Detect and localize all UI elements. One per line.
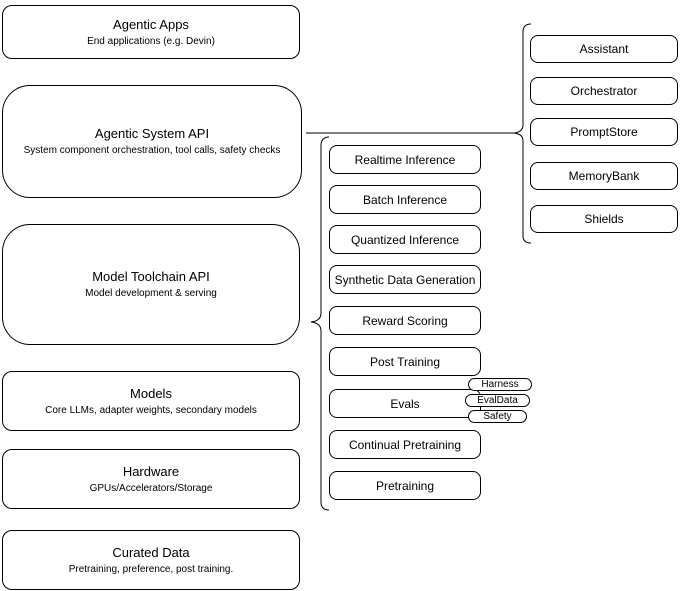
node-models: Models Core LLMs, adapter weights, secon… xyxy=(2,371,300,431)
node-label: PromptStore xyxy=(570,125,638,139)
node-evals: Evals xyxy=(329,389,481,418)
node-title: Hardware xyxy=(122,463,180,479)
node-label: Assistant xyxy=(579,42,629,56)
node-label: Reward Scoring xyxy=(362,313,448,328)
node-assistant: Assistant xyxy=(530,35,678,63)
node-label: Continual Pretraining xyxy=(348,437,462,452)
node-label: Post Training xyxy=(369,354,441,369)
tag-harness: Harness xyxy=(468,378,532,391)
tag-safety: Safety xyxy=(468,410,527,423)
node-title: Curated Data xyxy=(112,544,190,560)
node-subtitle: End applications (e.g. Devin) xyxy=(87,35,215,47)
node-subtitle: System component orchestration, tool cal… xyxy=(23,145,281,156)
node-title: Models xyxy=(130,385,172,401)
node-label: Shields xyxy=(584,212,624,226)
node-label: Synthetic Data Generation xyxy=(334,272,476,287)
tag-label: Harness xyxy=(481,379,519,390)
node-batch-inference: Batch Inference xyxy=(329,185,481,214)
node-label: Pretraining xyxy=(375,478,435,493)
node-model-toolchain-api: Model Toolchain API Model development & … xyxy=(2,224,300,345)
node-label: Realtime Inference xyxy=(354,152,456,167)
system-group-bracket xyxy=(513,23,532,244)
node-title: Model Toolchain API xyxy=(92,269,210,284)
node-curated-data: Curated Data Pretraining, preference, po… xyxy=(2,530,300,590)
node-promptstore: PromptStore xyxy=(530,118,678,146)
node-label: Batch Inference xyxy=(362,192,448,207)
node-subtitle: Pretraining, preference, post training. xyxy=(68,563,234,575)
node-shields: Shields xyxy=(530,205,678,233)
node-subtitle: GPUs/Accelerators/Storage xyxy=(89,482,213,494)
node-synthetic-data-generation: Synthetic Data Generation xyxy=(329,265,481,294)
node-title: Agentic System API xyxy=(94,126,210,141)
node-continual-pretraining: Continual Pretraining xyxy=(329,430,481,459)
node-post-training: Post Training xyxy=(329,347,481,376)
node-label: MemoryBank xyxy=(568,169,640,183)
tag-evaldata: EvalData xyxy=(465,394,530,407)
node-pretraining: Pretraining xyxy=(329,471,481,500)
node-title: Agentic Apps xyxy=(113,16,189,32)
node-realtime-inference: Realtime Inference xyxy=(329,145,481,174)
tag-label: Safety xyxy=(483,411,512,422)
toolchain-group-bracket xyxy=(310,136,330,511)
node-quantized-inference: Quantized Inference xyxy=(329,225,481,254)
node-reward-scoring: Reward Scoring xyxy=(329,306,481,335)
node-memorybank: MemoryBank xyxy=(530,162,678,190)
node-agentic-system-api: Agentic System API System component orch… xyxy=(2,85,302,198)
node-subtitle: Model development & serving xyxy=(85,288,217,299)
node-label: Evals xyxy=(390,396,420,411)
node-label: Orchestrator xyxy=(570,84,638,98)
node-agentic-apps: Agentic Apps End applications (e.g. Devi… xyxy=(2,5,300,59)
node-orchestrator: Orchestrator xyxy=(530,77,678,105)
node-hardware: Hardware GPUs/Accelerators/Storage xyxy=(2,449,300,509)
tag-label: EvalData xyxy=(477,395,518,406)
node-subtitle: Core LLMs, adapter weights, secondary mo… xyxy=(45,404,257,416)
node-label: Quantized Inference xyxy=(350,232,460,247)
